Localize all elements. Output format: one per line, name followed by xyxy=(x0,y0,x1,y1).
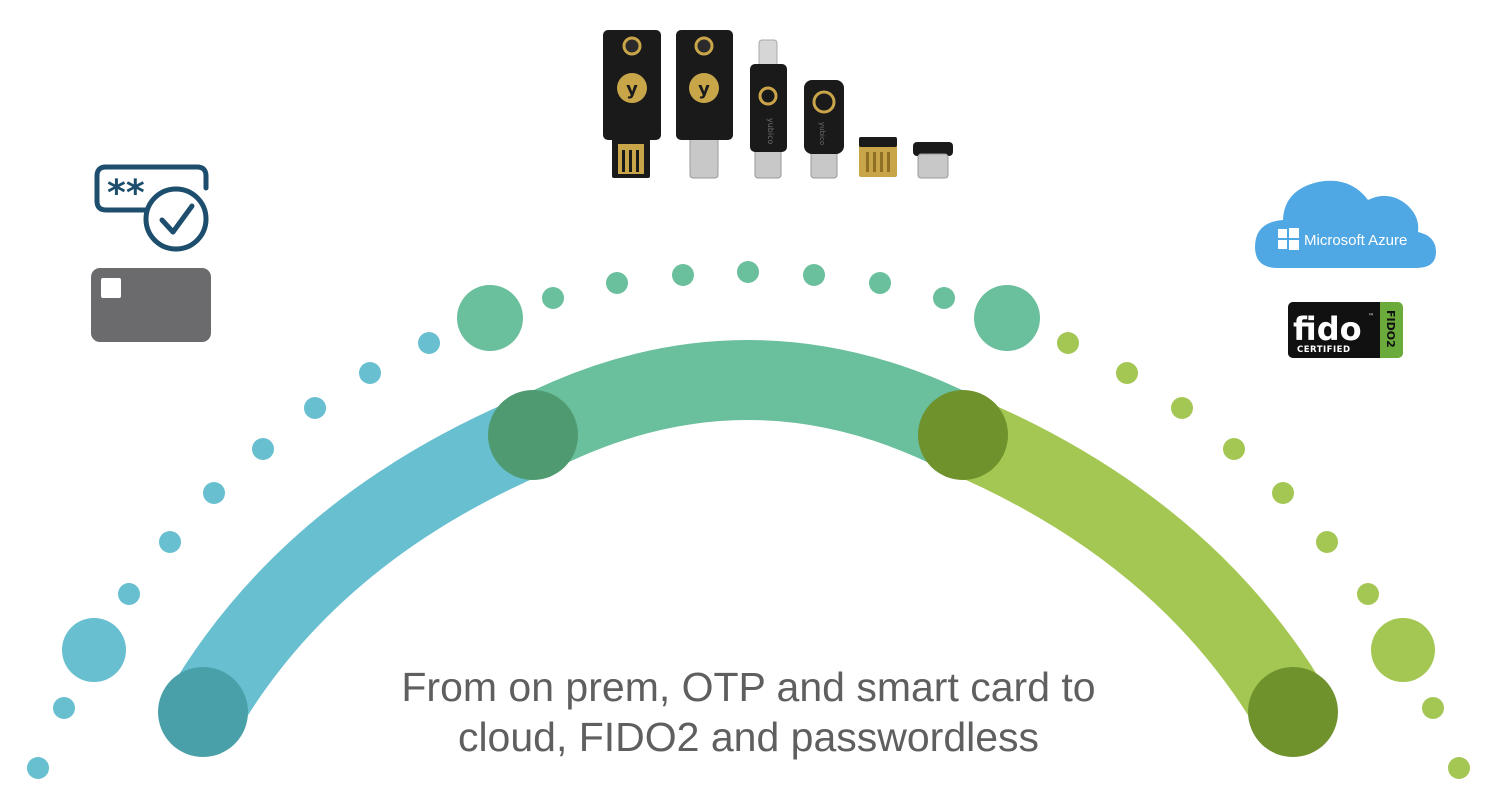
dot xyxy=(1057,332,1079,354)
dot xyxy=(418,332,440,354)
yubikey-5c-nfc: y xyxy=(676,30,733,179)
caption-line-2: cloud, FIDO2 and passwordless xyxy=(457,714,1040,760)
dot xyxy=(1448,757,1470,779)
dot xyxy=(1116,362,1138,384)
arc-band-blue xyxy=(163,395,573,752)
fido-word: fido xyxy=(1293,310,1362,348)
arc-joint-blue-teal xyxy=(488,390,578,480)
yubikey-5ci: yubico xyxy=(750,39,787,179)
password-asterisks: ** xyxy=(107,173,145,214)
dot xyxy=(1316,531,1338,553)
fido-certified-logo: fido ™ CERTIFIED FIDO2 xyxy=(1288,302,1403,358)
dot xyxy=(252,438,274,460)
yubikey-5c: yubico xyxy=(804,80,844,179)
yubikey-5-nano xyxy=(859,137,897,177)
dot-large xyxy=(457,285,523,351)
arc-band-green xyxy=(923,395,1333,752)
key-logo: y xyxy=(698,79,710,100)
dot xyxy=(53,697,75,719)
dot xyxy=(1422,697,1444,719)
dot xyxy=(737,261,759,283)
dot xyxy=(672,264,694,286)
arc-joint-teal-green xyxy=(918,390,1008,480)
dot xyxy=(803,264,825,286)
yubikey-5-nfc: y xyxy=(603,30,661,178)
yubikey-5c-nano xyxy=(913,142,953,179)
dot xyxy=(606,272,628,294)
dot xyxy=(118,583,140,605)
caption: From on prem, OTP and smart card to clou… xyxy=(0,662,1485,762)
microsoft-azure-logo: Microsoft Azure xyxy=(1255,180,1436,268)
dot xyxy=(933,287,955,309)
dot xyxy=(304,397,326,419)
outer-dots-green xyxy=(1057,332,1470,779)
dot xyxy=(1171,397,1193,419)
azure-label: Microsoft Azure xyxy=(1304,232,1407,249)
dot xyxy=(1223,438,1245,460)
dot xyxy=(27,757,49,779)
outer-dots-teal xyxy=(457,261,1040,351)
fido2-label: FIDO2 xyxy=(1384,310,1397,348)
arc-band-teal xyxy=(514,340,982,471)
check-circle-icon xyxy=(143,186,209,252)
smart-card-icon xyxy=(91,268,211,342)
dot xyxy=(159,531,181,553)
outer-dots-blue xyxy=(27,332,440,779)
dot-large xyxy=(974,285,1040,351)
dot xyxy=(1357,583,1379,605)
dot xyxy=(203,482,225,504)
key-brand: yubico xyxy=(766,118,775,145)
key-brand: yubico xyxy=(818,122,826,145)
caption-line-1: From on prem, OTP and smart card to xyxy=(401,664,1096,710)
dot xyxy=(359,362,381,384)
windows-icon xyxy=(1278,228,1299,250)
dot xyxy=(542,287,564,309)
arc-joint-right xyxy=(1248,667,1338,757)
yubikey-lineup: y y yubico yubico xyxy=(603,30,953,179)
arc-joint-left xyxy=(158,667,248,757)
dot-large xyxy=(1371,618,1435,682)
dot xyxy=(1272,482,1294,504)
dot xyxy=(869,272,891,294)
key-logo: y xyxy=(626,79,638,100)
fido-certified: CERTIFIED xyxy=(1297,345,1351,355)
dot-large xyxy=(62,618,126,682)
fido-tm: ™ xyxy=(1368,313,1374,320)
password-check-icon: ** xyxy=(94,164,209,252)
